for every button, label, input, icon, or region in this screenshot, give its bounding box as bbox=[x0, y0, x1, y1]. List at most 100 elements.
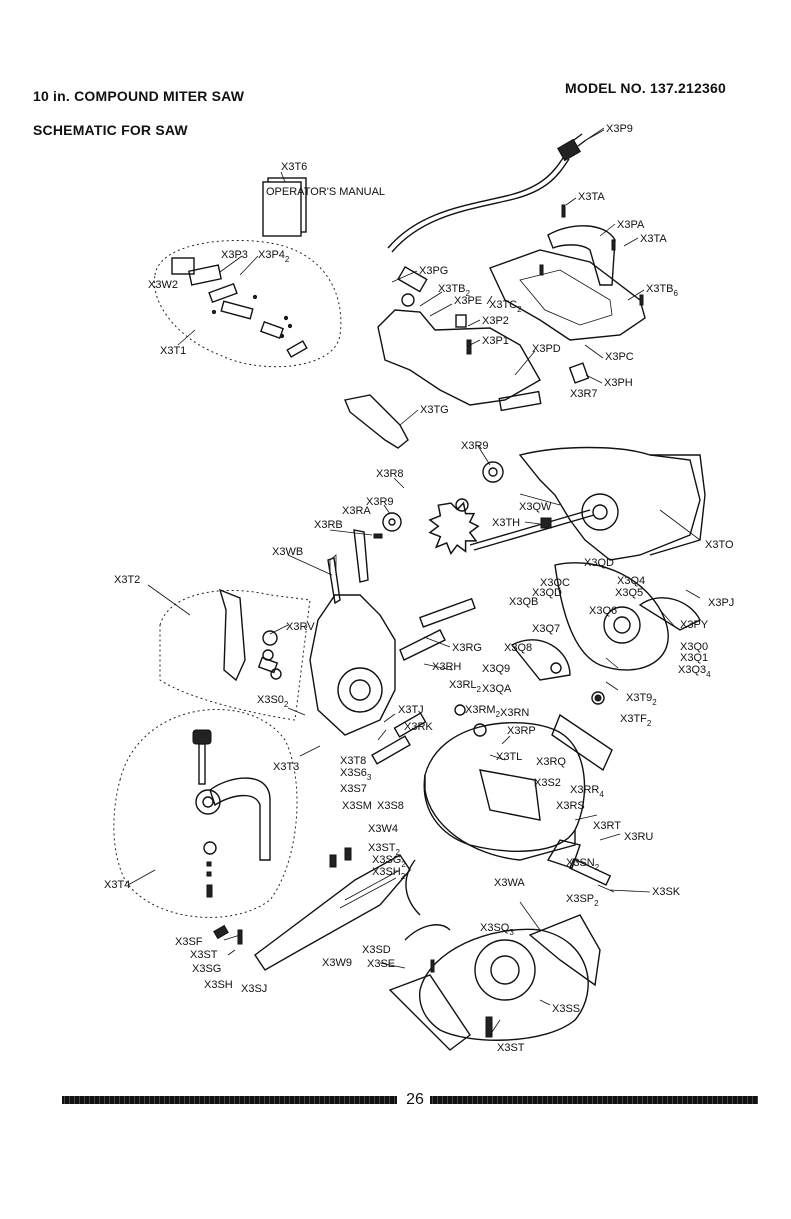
label-x3sh-2: X3SH2 bbox=[372, 866, 406, 881]
model-number: MODEL NO. 137.212360 bbox=[565, 80, 726, 96]
label-x3r7: X3R7 bbox=[570, 388, 598, 400]
label-x3rr: X3RR4 bbox=[570, 784, 604, 799]
label-x3st-2: X3ST2 bbox=[368, 842, 401, 857]
page-number: 26 bbox=[406, 1091, 424, 1108]
label-x3sm: X3SM bbox=[342, 800, 372, 812]
label-x3wa: X3WA bbox=[494, 877, 525, 889]
label-x3t2: X3T2 bbox=[114, 574, 140, 586]
label-x3tb: X3TB2 bbox=[438, 283, 471, 298]
label-x3rg: X3RG bbox=[452, 642, 482, 654]
label-x3tc: X3TC2 bbox=[489, 299, 522, 314]
base-and-fence bbox=[213, 839, 612, 1051]
label-x3rh: X3RH bbox=[432, 661, 461, 673]
footer-rule-left bbox=[62, 1096, 397, 1104]
label-x3q1: X3Q1 bbox=[680, 652, 708, 664]
label-x3sn: X3SN2 bbox=[566, 857, 600, 872]
label-x3qd-2: X3QD bbox=[532, 587, 562, 599]
label-x3pd: X3PD bbox=[532, 343, 561, 355]
label-x3ta: X3TA bbox=[578, 191, 605, 203]
label-x3qc: X3QC bbox=[540, 577, 570, 589]
label-x3s2: X3S2 bbox=[534, 777, 561, 789]
label-x3sf: X3SF bbox=[175, 936, 203, 948]
label-x3w9: X3W9 bbox=[322, 957, 352, 969]
label-x3qw: X3QW bbox=[519, 501, 552, 513]
label-x3rl: X3RL2 bbox=[449, 679, 482, 694]
label-x3s7: X3S7 bbox=[340, 783, 367, 795]
manual-cover-text: OPERATOR'S MANUAL bbox=[266, 186, 385, 198]
label-x3rt: X3RT bbox=[593, 820, 621, 832]
label-x3s6: X3S63 bbox=[340, 767, 372, 782]
label-x3t4: X3T4 bbox=[104, 879, 130, 891]
part-labels: X3P9 X3T6 X3TA X3PA X3TA X3P3 X3P42 X3W2… bbox=[104, 123, 734, 1054]
label-x3rb: X3RB bbox=[314, 519, 343, 531]
label-x3wb: X3WB bbox=[272, 546, 303, 558]
label-x3py: X3PY bbox=[680, 619, 709, 631]
label-x3pc: X3PC bbox=[605, 351, 634, 363]
document-title: 10 in. COMPOUND MITER SAW bbox=[33, 88, 245, 104]
operators-manual: OPERATOR'S MANUAL bbox=[262, 171, 385, 237]
label-x3ph: X3PH bbox=[604, 377, 633, 389]
label-x3qa: X3QA bbox=[482, 683, 512, 695]
hardware-bag bbox=[153, 239, 342, 368]
label-x3rq: X3RQ bbox=[536, 756, 566, 768]
label-x3pa: X3PA bbox=[617, 219, 645, 231]
label-x3rv: X3RV bbox=[286, 621, 315, 633]
label-x3s8: X3S8 bbox=[377, 800, 404, 812]
label-x3sk: X3SK bbox=[652, 886, 681, 898]
label-x3t8: X3T8 bbox=[340, 755, 366, 767]
label-x3rm: X3RM2 bbox=[465, 704, 501, 719]
hold-down-clamp bbox=[113, 709, 298, 918]
label-x3r9: X3R9 bbox=[461, 440, 489, 452]
label-x3to: X3TO bbox=[705, 539, 734, 551]
label-x3r9-2: X3R9 bbox=[366, 496, 394, 508]
label-x3t1: X3T1 bbox=[160, 345, 186, 357]
label-x3ru: X3RU bbox=[624, 831, 653, 843]
label-x3p4: X3P42 bbox=[258, 249, 290, 264]
label-x3tj: X3TJ bbox=[398, 704, 424, 716]
label-x3t6: X3T6 bbox=[281, 161, 307, 173]
handle-assembly bbox=[344, 204, 646, 449]
label-x3p3: X3P3 bbox=[221, 249, 248, 261]
label-x3t3: X3T3 bbox=[273, 761, 299, 773]
blade-and-motor bbox=[373, 446, 706, 681]
label-x3q6: X3Q6 bbox=[589, 605, 617, 617]
label-x3pe: X3PE bbox=[454, 295, 482, 307]
label-x3q9: X3Q9 bbox=[482, 663, 510, 675]
label-x3ta-2: X3TA bbox=[640, 233, 667, 245]
label-x3r8: X3R8 bbox=[376, 468, 404, 480]
label-x3sj: X3SJ bbox=[241, 983, 267, 995]
label-x3p9: X3P9 bbox=[606, 123, 633, 135]
label-x3th: X3TH bbox=[492, 517, 520, 529]
pivot-arm-assembly bbox=[159, 529, 476, 765]
label-x3tf: X3TF2 bbox=[620, 713, 652, 728]
leader-lines bbox=[127, 127, 701, 1036]
label-x3rp: X3RP bbox=[507, 725, 536, 737]
label-x3q8: X3Q8 bbox=[504, 642, 532, 654]
label-x3tb6: X3TB6 bbox=[646, 283, 679, 298]
footer-rule-right bbox=[430, 1096, 758, 1104]
label-x3ra: X3RA bbox=[342, 505, 371, 517]
label-x3q5: X3Q5 bbox=[615, 587, 643, 599]
label-x3sd: X3SD bbox=[362, 944, 391, 956]
label-x3rs: X3RS bbox=[556, 800, 585, 812]
label-x3pg: X3PG bbox=[419, 265, 448, 277]
label-x3q7: X3Q7 bbox=[532, 623, 560, 635]
label-x3w2: X3W2 bbox=[148, 279, 178, 291]
label-x3pj: X3PJ bbox=[708, 597, 734, 609]
label-x3ss: X3SS bbox=[552, 1003, 580, 1015]
label-x3sq: X3SQ3 bbox=[480, 922, 514, 937]
label-x3qd: X3QD bbox=[584, 557, 614, 569]
label-x3q4: X3Q4 bbox=[617, 575, 645, 587]
label-x3st: X3ST bbox=[190, 949, 218, 961]
schematic-subtitle: SCHEMATIC FOR SAW bbox=[33, 122, 188, 138]
label-x3qb: X3QB bbox=[509, 596, 538, 608]
guard-and-table bbox=[423, 691, 613, 861]
label-x3q0: X3Q0 bbox=[680, 641, 708, 653]
label-x3sp: X3SP2 bbox=[566, 893, 599, 908]
label-x3t9: X3T92 bbox=[626, 692, 657, 707]
label-x3q3: X3Q34 bbox=[678, 664, 711, 679]
label-x3p1: X3P1 bbox=[482, 335, 509, 347]
label-x3sg-2: X3SG2 bbox=[372, 854, 406, 869]
footer-rule: 26 bbox=[62, 1091, 758, 1108]
